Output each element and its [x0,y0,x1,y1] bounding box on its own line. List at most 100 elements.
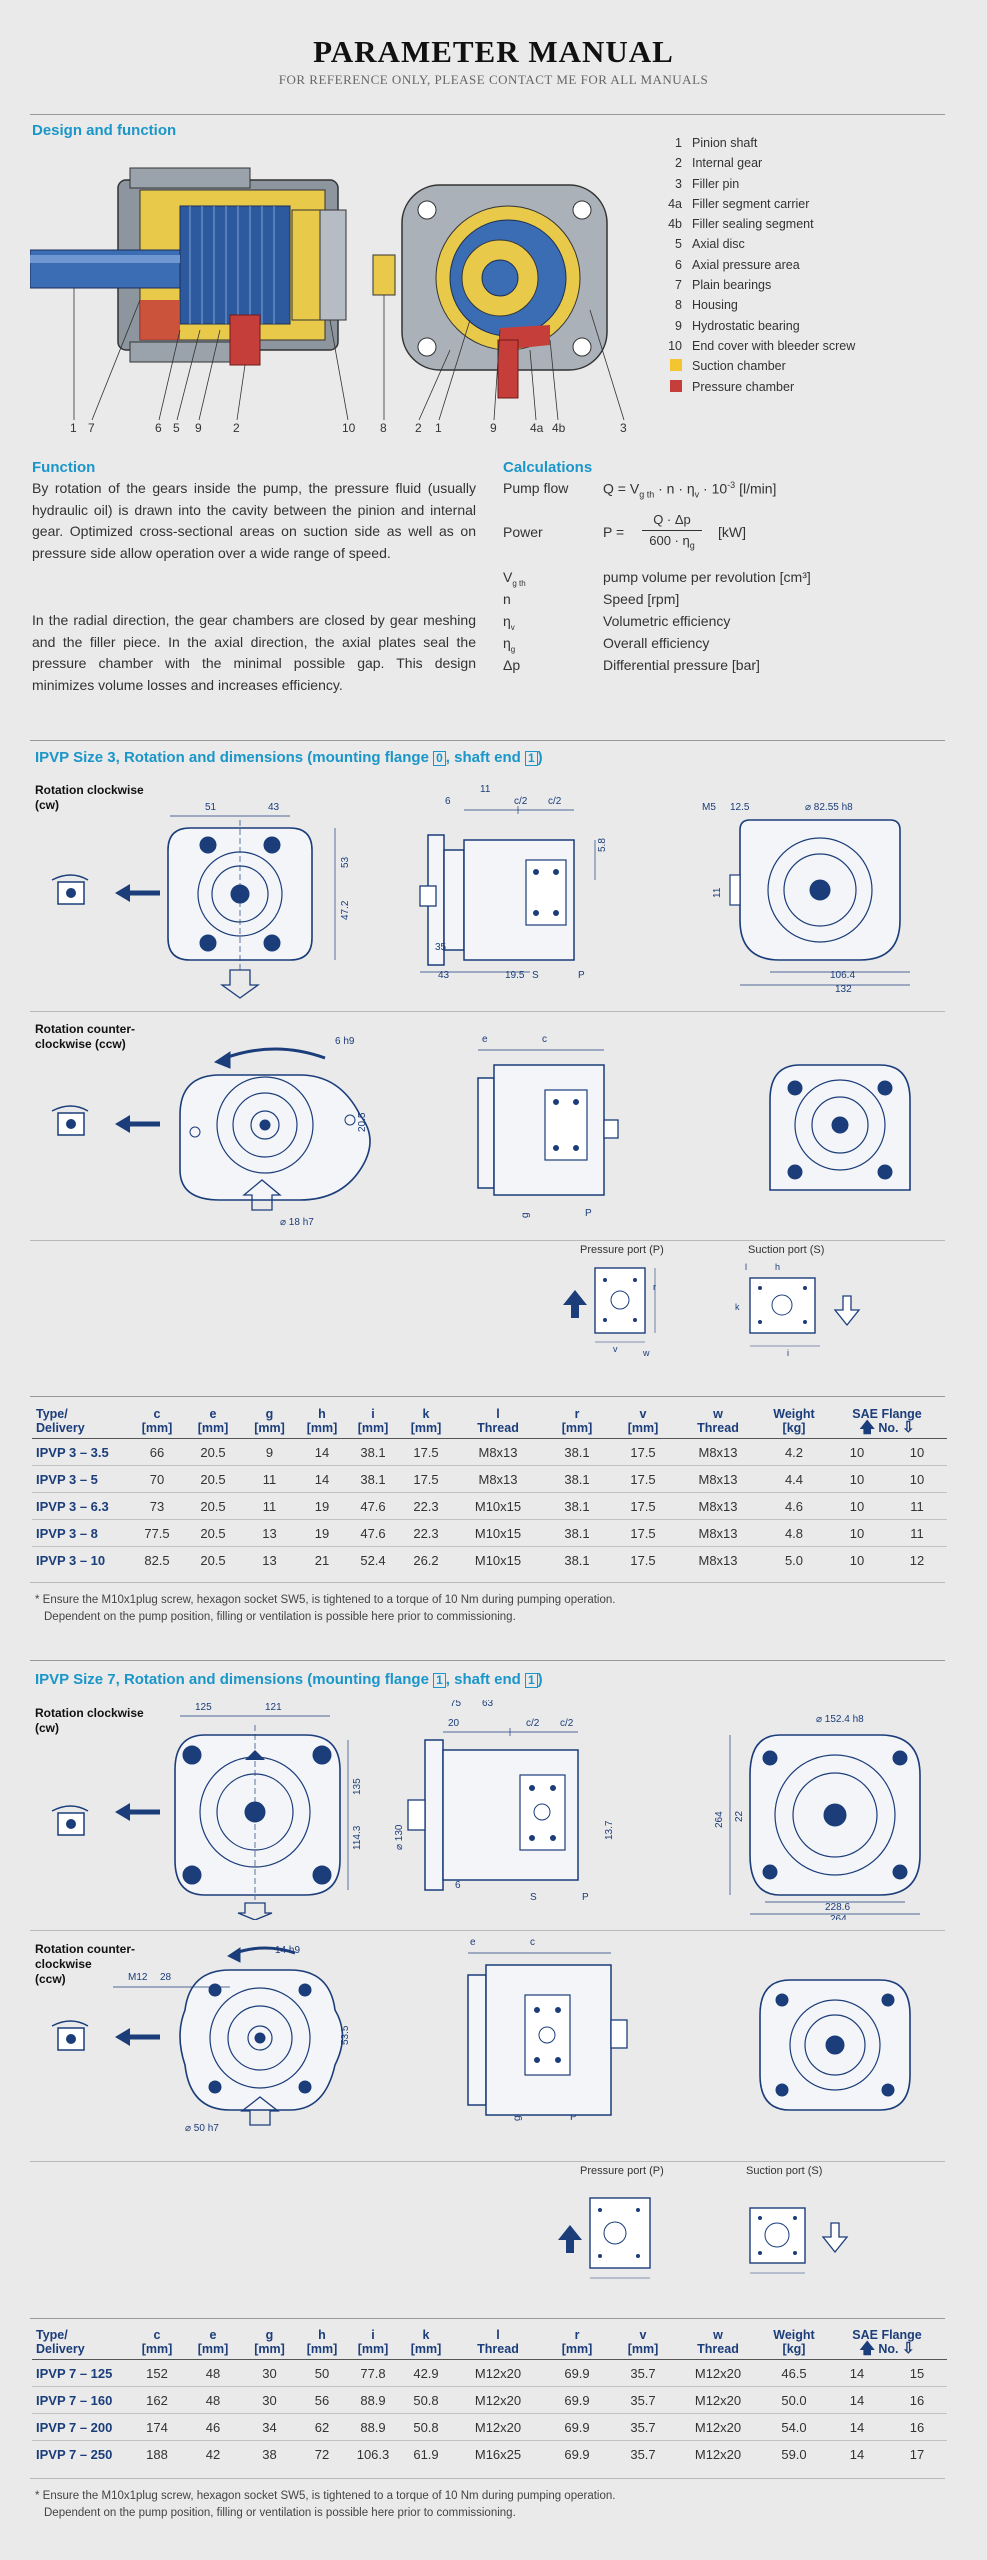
callout-1b: 1 [435,421,442,435]
size7-port-drawings [558,2197,849,2279]
dim-label: 35 [435,942,447,953]
callout-9b: 9 [490,421,497,435]
size7-pressure-port-label: Pressure port (P) [580,2165,664,2177]
size3-spec-table: Type/Delivery c[mm] e[mm] g[mm] h[mm] i[… [32,1407,947,1573]
size3-ccw-label: Rotation counter-clockwise (ccw) [35,1022,135,1051]
section-view [30,167,347,366]
dim-label: 135 [352,1778,363,1795]
dim-label: P [585,1208,592,1219]
dim-label: c/2 [548,796,562,807]
end-view [372,184,608,399]
dim-label: S [532,970,539,981]
callout-6: 6 [155,421,162,435]
dim-label: k [735,1302,740,1312]
suction-swatch [670,359,682,372]
dim-label: 47.2 [340,900,351,920]
dim-label: ⌀ 18 h7 [280,1217,314,1228]
dim-label: c [530,1937,535,1948]
size3-side-view [419,834,575,966]
size3-ccw-side [477,1064,619,1196]
divider [30,1660,945,1661]
dim-label: 20.5 [357,1112,368,1132]
size7-front-view [174,1734,341,1920]
dim-label: v [613,1344,618,1354]
divider [30,1582,945,1583]
pressure-flange [594,1267,646,1334]
dim-label: ⌀ 152.4 h8 [816,1714,864,1725]
dim-label: P [578,970,585,981]
size7-ccw-label: Rotation counter-clockwise(ccw) [35,1942,135,1986]
up-arrow-icon: 🡅 [859,2340,875,2357]
size7-side-view [407,1739,579,1891]
callout-4b: 4b [552,421,566,435]
size7-spec-table: Type/Delivery c[mm] e[mm] g[mm] h[mm] i[… [32,2328,947,2467]
size3-title: IPVP Size 3, Rotation and dimensions (mo… [35,749,543,766]
page-subtitle: FOR REFERENCE ONLY, PLEASE CONTACT ME FO… [278,72,709,87]
rotation-cw-icon [51,1803,160,1836]
callout-1: 1 [70,421,77,435]
size7-ccw-front [179,1946,344,2126]
dim-label: 75 [450,1700,462,1709]
size3-ccw-front [179,1047,371,1211]
pressure-port-arrow-icon [563,1290,587,1318]
size3-note: * Ensure the M10x1plug screw, hexagon so… [35,1594,616,1623]
suction-flange [749,2207,806,2264]
callout-3: 3 [620,421,627,435]
dim-label: 43 [268,802,280,813]
callout-10: 10 [342,421,356,435]
dim-label: M5 [702,802,716,813]
legend-suction-chamber: Suction chamber [660,356,855,376]
power-numerator: Q · Δp [653,512,691,527]
dim-label: 53.5 [340,2025,351,2045]
pump-flow-label: Pump flow [503,480,569,496]
dim-label: i [787,1348,789,1358]
dim-label: 121 [265,1702,282,1713]
divider [30,2478,945,2479]
power-lhs: P = [603,524,625,540]
dim-label: ⌀ 130 [394,1824,405,1850]
callout-5: 5 [173,421,180,435]
dim-label: w [642,1348,650,1358]
size3-port-drawings: r v w l h k i [563,1262,861,1358]
divider [30,2161,945,2162]
dim-label: 132 [835,984,852,995]
size3-cw-label: Rotation clockwise(cw) [35,783,144,812]
dim-label: 22 [734,1810,745,1822]
dim-label: 11 [712,887,723,898]
divider [30,1011,945,1012]
size3-suction-port-label: Suction port (S) [748,1244,825,1256]
dim-label: P [570,2112,577,2123]
dim-label: 20 [448,1718,460,1729]
dim-label: 14 h9 [275,1945,300,1956]
pump-flow-formula: Q = Vg th · n · ηv · 10-3 [l/min] [603,480,777,500]
dim-label: e [470,1937,476,1948]
dim-label: g [520,1212,531,1218]
dim-label: P [582,1892,589,1903]
dim-label: c/2 [560,1718,574,1729]
callout-4a: 4a [530,421,544,435]
dim-label: g [512,2115,523,2121]
rotation-cw-icon [51,874,160,905]
size7-rear-view [749,1734,921,1896]
suction-port-arrow-icon [821,2222,849,2254]
dim-label: S [530,1892,537,1903]
power-unit: [kW] [718,524,746,540]
calculations-heading: Calculations [503,459,593,476]
rotation-ccw-icon [51,1105,160,1136]
dim-label: 114.3 [352,1825,363,1850]
size7-title: IPVP Size 7, Rotation and dimensions (mo… [35,1671,543,1688]
dim-label: 53 [340,856,351,868]
size7-ccw-rear [759,1979,911,2111]
